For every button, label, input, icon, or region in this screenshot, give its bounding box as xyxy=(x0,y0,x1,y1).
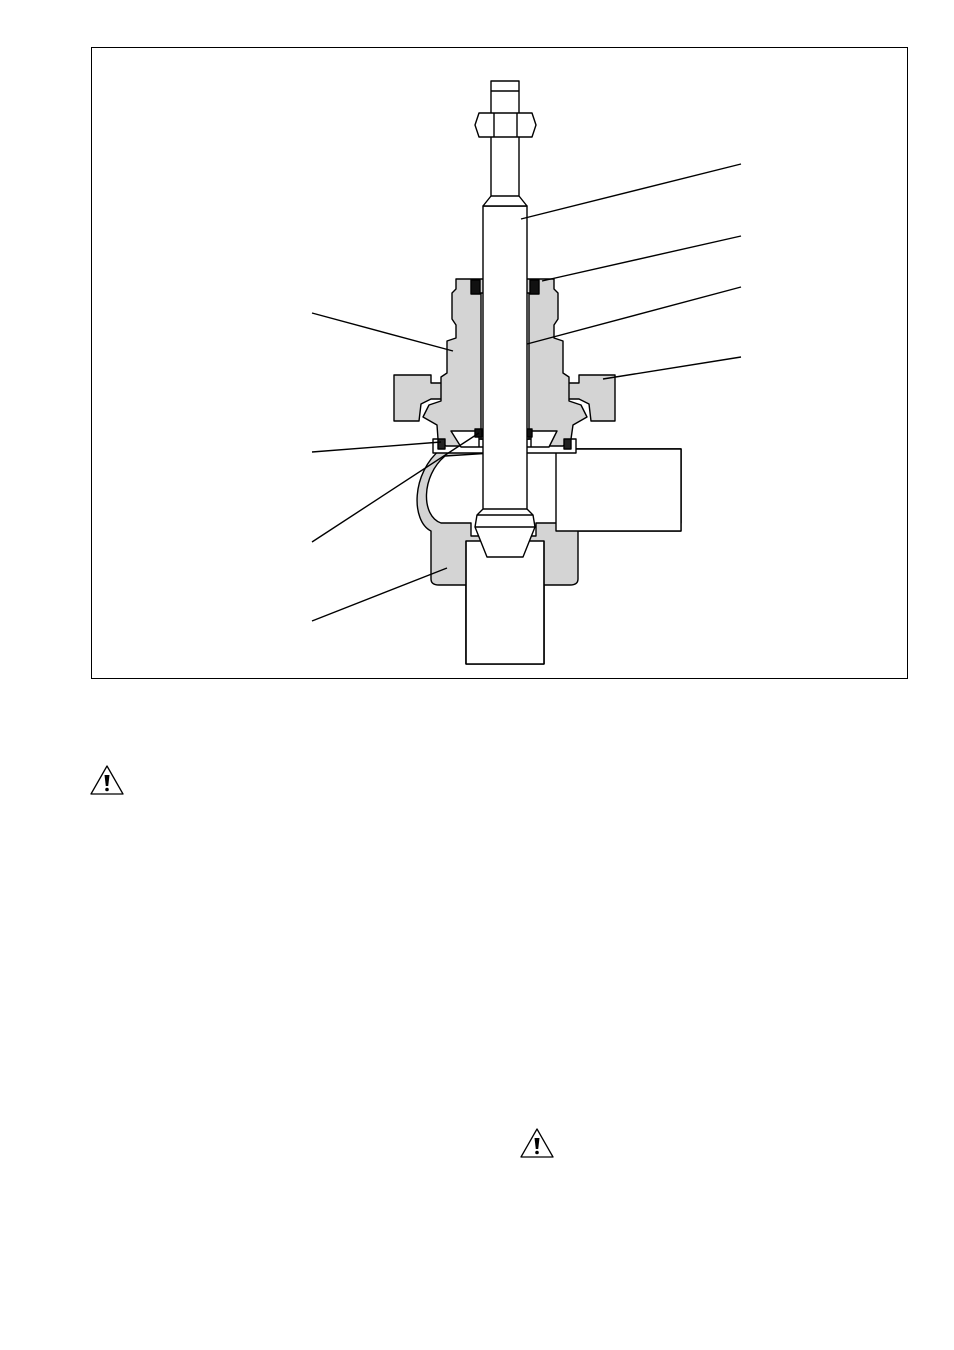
flange-right xyxy=(560,374,616,422)
leader-line-flange xyxy=(602,356,742,380)
outlet-bore xyxy=(465,540,545,665)
packing-seal-right xyxy=(529,279,540,295)
leader-line-gasket xyxy=(311,441,442,453)
valve-cross-section-drawing xyxy=(311,80,742,665)
leader-line-packing xyxy=(541,235,742,282)
leader-line-bonnet xyxy=(526,286,742,345)
valve-cross-section-figure xyxy=(91,47,908,679)
leader-line-spindle xyxy=(520,163,742,220)
warning-triangle-icon xyxy=(519,1127,555,1159)
leader-line-housing xyxy=(311,312,454,352)
flange-left xyxy=(393,374,449,422)
gasket-right xyxy=(563,438,572,450)
threaded-stem xyxy=(482,80,528,207)
lock-nut xyxy=(474,112,537,138)
gasket-left xyxy=(437,438,446,450)
leader-line-seat-seal xyxy=(311,432,480,543)
side-pipe xyxy=(555,448,682,532)
packing-seal-left xyxy=(470,279,481,295)
leader-line-body xyxy=(311,567,448,622)
spindle xyxy=(474,205,536,558)
warning-triangle-icon xyxy=(89,764,125,796)
